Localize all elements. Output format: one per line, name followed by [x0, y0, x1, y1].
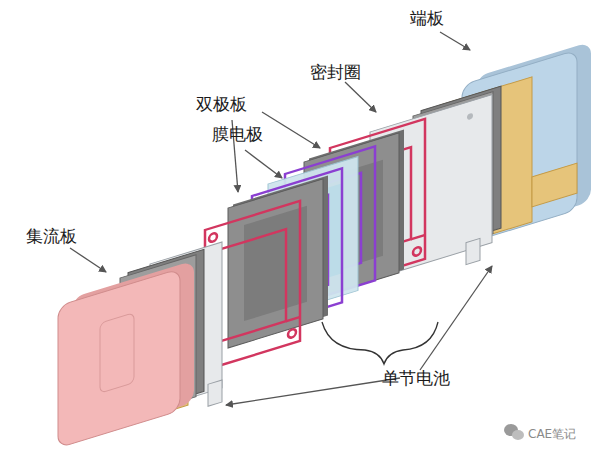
part-label: 端板 [410, 8, 444, 28]
part-label: 双极板 [196, 94, 247, 114]
part-label: 集流板 [26, 226, 77, 246]
part-label: 膜电极 [212, 124, 263, 144]
leader-lines [70, 32, 492, 405]
watermark-icon [504, 424, 524, 440]
bipolar-plate [228, 175, 328, 348]
group-label: 单节电池 [382, 368, 450, 388]
part-label: 密封圈 [310, 62, 361, 82]
end-plate-left [58, 260, 194, 448]
watermark: CAE笔记 [528, 424, 576, 444]
